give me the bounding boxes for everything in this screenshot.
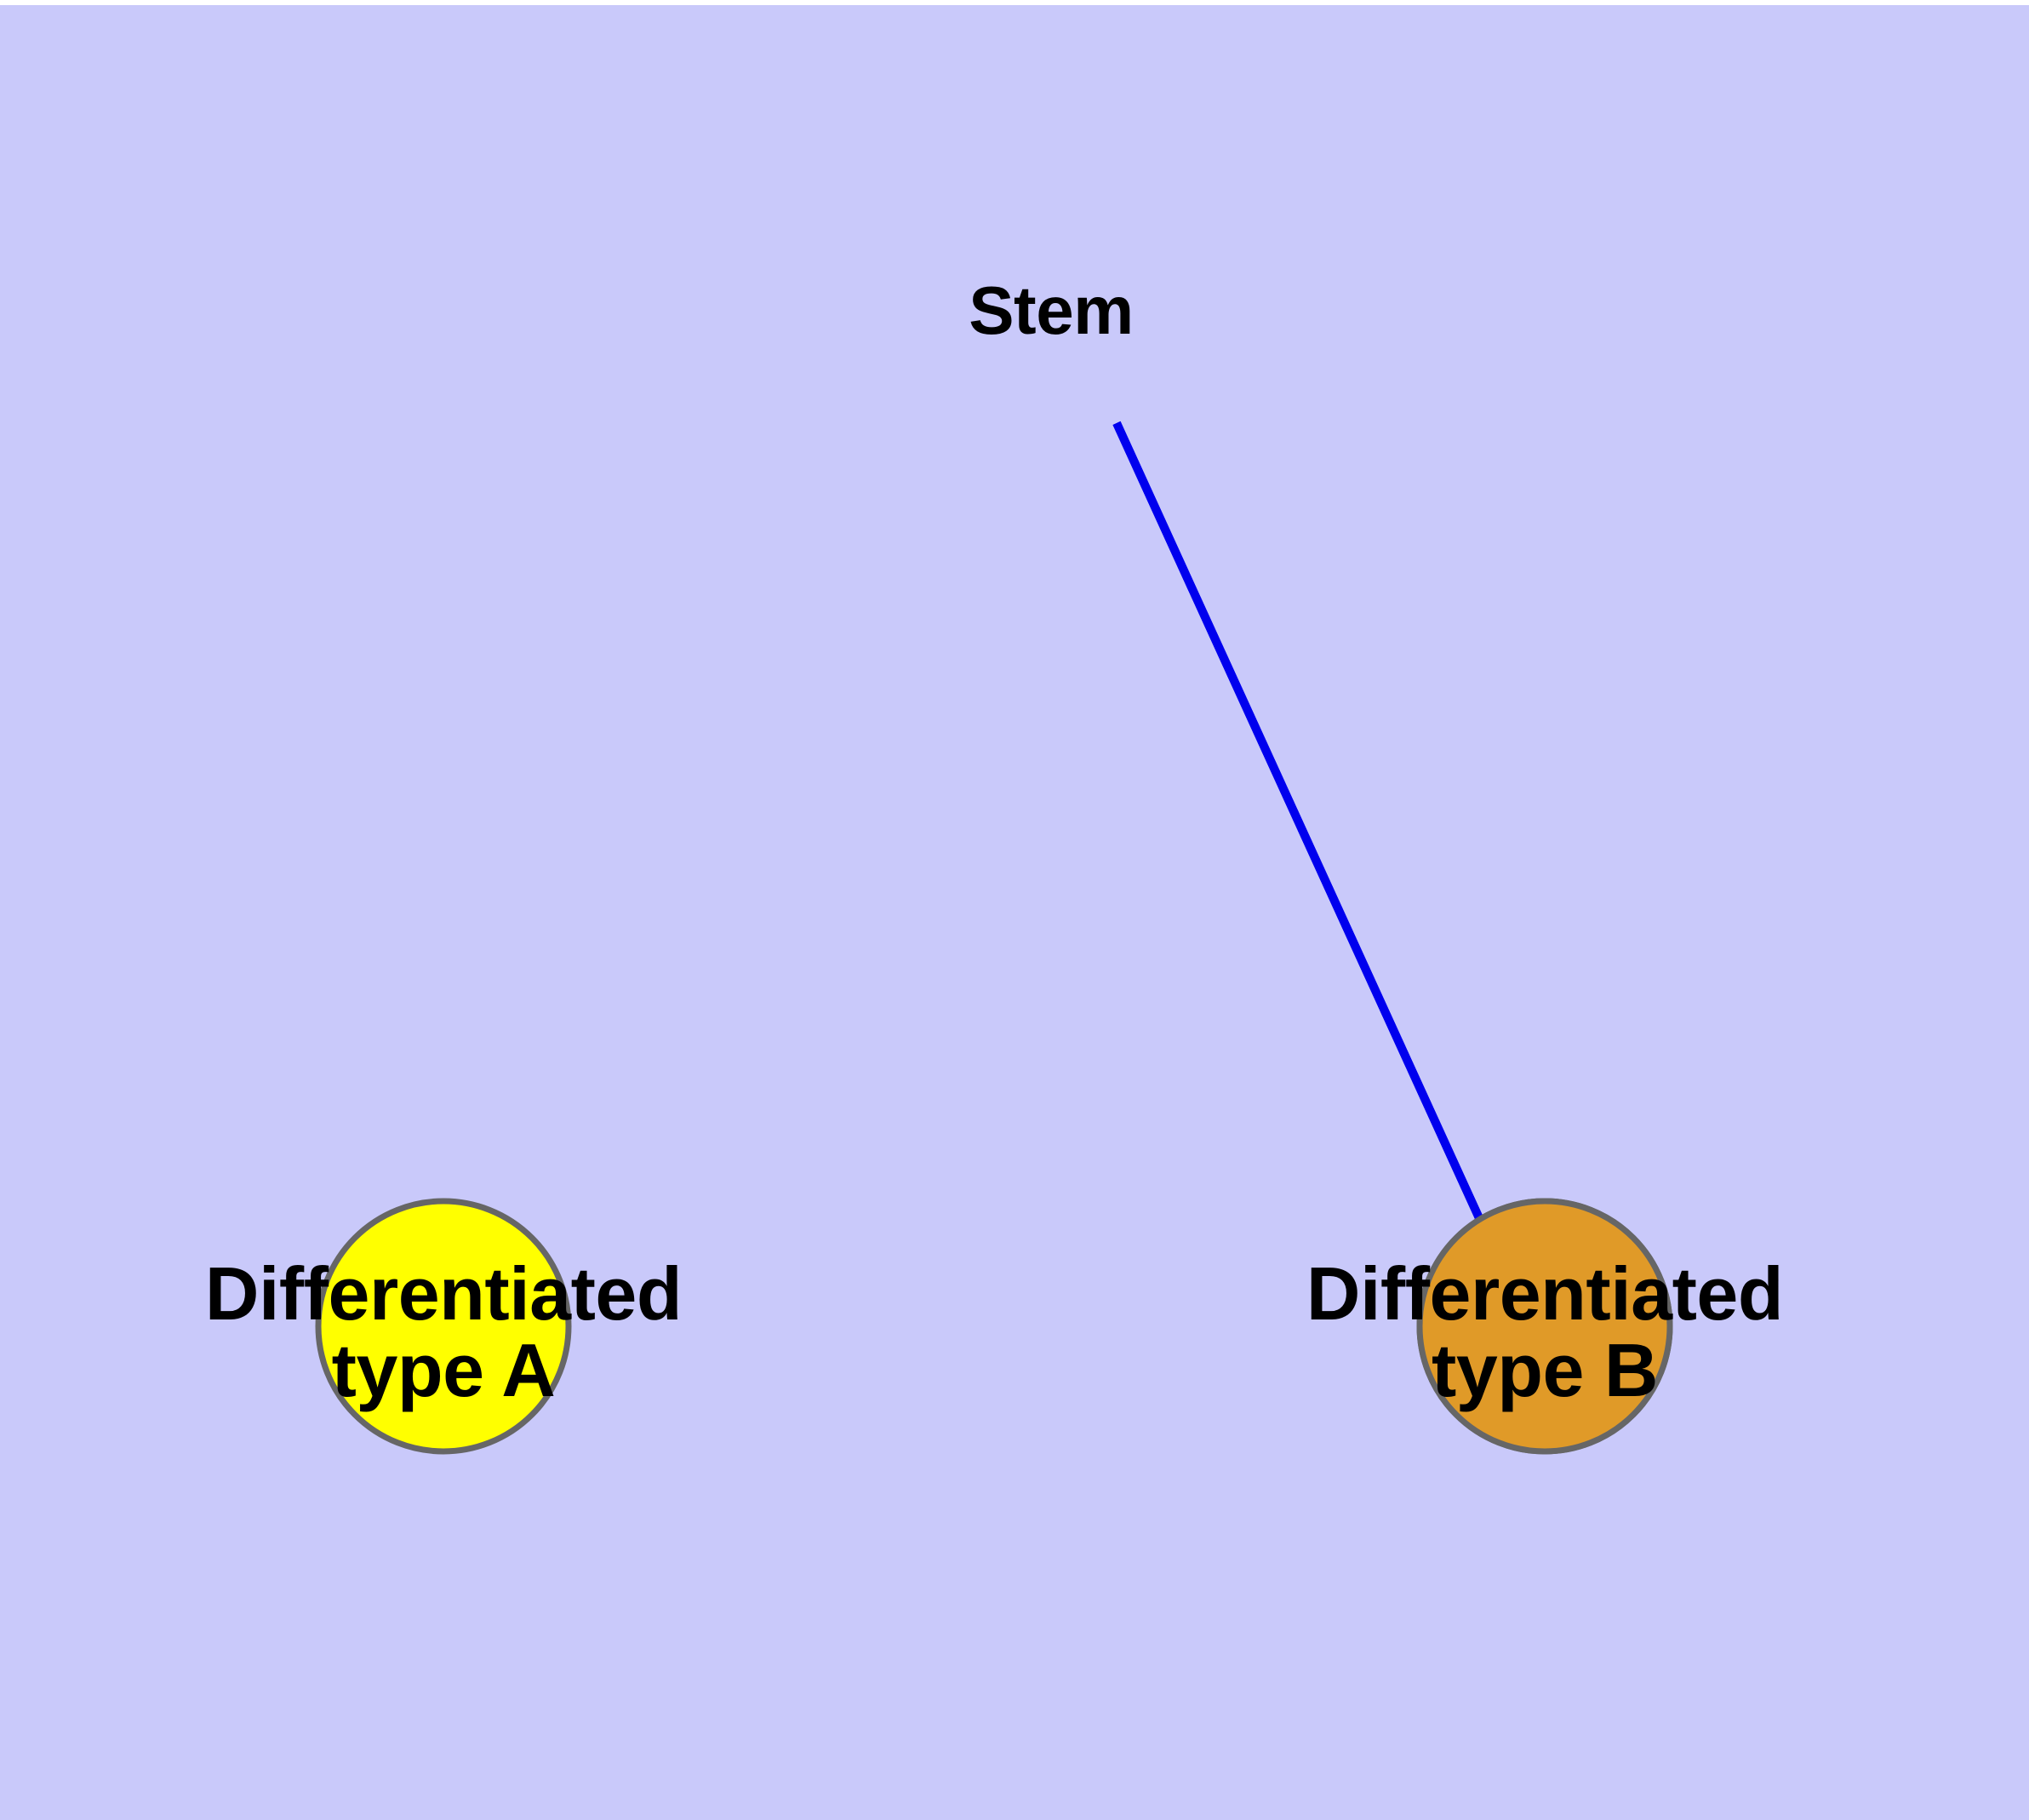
node-stem[interactable] bbox=[315, 1198, 572, 1455]
node-differentiated-type-b[interactable] bbox=[1416, 1198, 1673, 1455]
edge-layer bbox=[1112, 421, 1483, 1221]
plot-background bbox=[0, 5, 2029, 1820]
node-layer bbox=[315, 1198, 1673, 1455]
edge-stem-to-type-b bbox=[1112, 421, 1483, 1221]
